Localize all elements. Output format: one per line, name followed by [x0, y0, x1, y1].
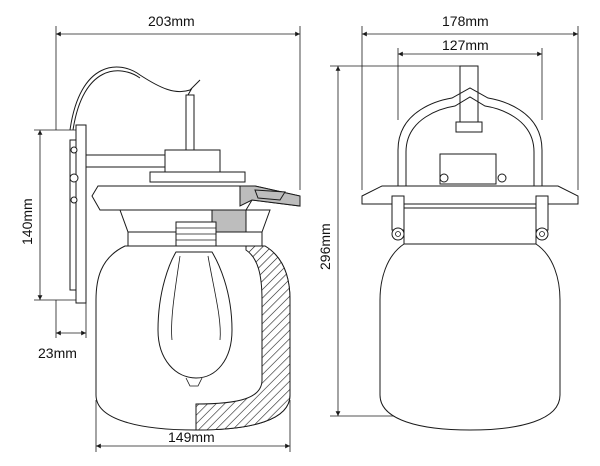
label-canopy-width: 127mm	[442, 37, 489, 53]
label-side-width: 203mm	[148, 13, 195, 29]
arm	[85, 154, 167, 168]
label-front-width: 178mm	[442, 13, 489, 29]
hanging-loop	[397, 87, 543, 196]
cable	[69, 66, 201, 131]
backplate	[75, 124, 87, 304]
front-glass-jar	[379, 243, 561, 431]
label-glass-diameter: 149mm	[168, 429, 215, 445]
front-view	[330, 26, 579, 431]
label-projection: 23mm	[38, 345, 77, 361]
bulb	[157, 251, 233, 379]
label-total-height: 296mm	[317, 223, 333, 270]
side-view	[34, 26, 301, 452]
front-canopy	[361, 185, 579, 205]
label-backplate-height: 140mm	[19, 198, 35, 245]
